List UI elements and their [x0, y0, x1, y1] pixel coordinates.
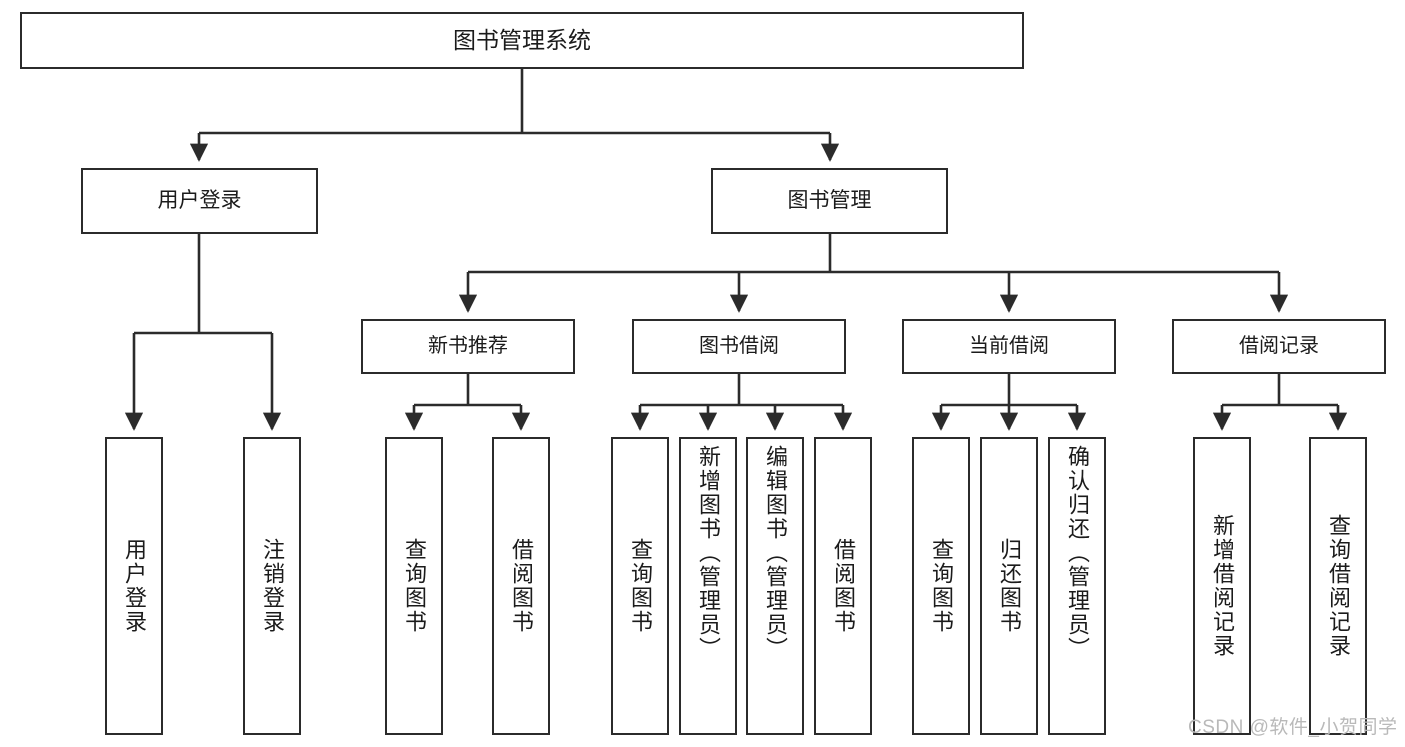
- node-book-borrow[interactable]: 图书借阅: [632, 319, 846, 374]
- leaf-user-login-signin[interactable]: 用户登录: [105, 437, 163, 735]
- node-current-borrow[interactable]: 当前借阅: [902, 319, 1116, 374]
- leaf-newbook-query-book[interactable]: 查询图书: [385, 437, 443, 735]
- leaf-newbook-borrow-book[interactable]: 借阅图书: [492, 437, 550, 735]
- node-borrow-record[interactable]: 借阅记录: [1172, 319, 1386, 374]
- leaf-bookborrow-edit-book-admin[interactable]: 编辑图书（管理员）: [746, 437, 804, 735]
- watermark: CSDN @软件_小贺同学: [1188, 717, 1398, 738]
- node-new-book-recommend[interactable]: 新书推荐: [361, 319, 575, 374]
- leaf-currentborrow-return-book[interactable]: 归还图书: [980, 437, 1038, 735]
- leaf-currentborrow-confirm-return-admin[interactable]: 确认归还（管理员）: [1048, 437, 1106, 735]
- leaf-borrowrecord-add-record[interactable]: 新增借阅记录: [1193, 437, 1251, 735]
- node-root-system[interactable]: 图书管理系统: [20, 12, 1024, 69]
- leaf-bookborrow-query-book[interactable]: 查询图书: [611, 437, 669, 735]
- leaf-bookborrow-borrow-book[interactable]: 借阅图书: [814, 437, 872, 735]
- leaf-bookborrow-add-book-admin[interactable]: 新增图书（管理员）: [679, 437, 737, 735]
- node-book-management[interactable]: 图书管理: [711, 168, 948, 234]
- node-user-login[interactable]: 用户登录: [81, 168, 318, 234]
- leaf-borrowrecord-query-record[interactable]: 查询借阅记录: [1309, 437, 1367, 735]
- leaf-currentborrow-query-book[interactable]: 查询图书: [912, 437, 970, 735]
- leaf-user-login-signout[interactable]: 注销登录: [243, 437, 301, 735]
